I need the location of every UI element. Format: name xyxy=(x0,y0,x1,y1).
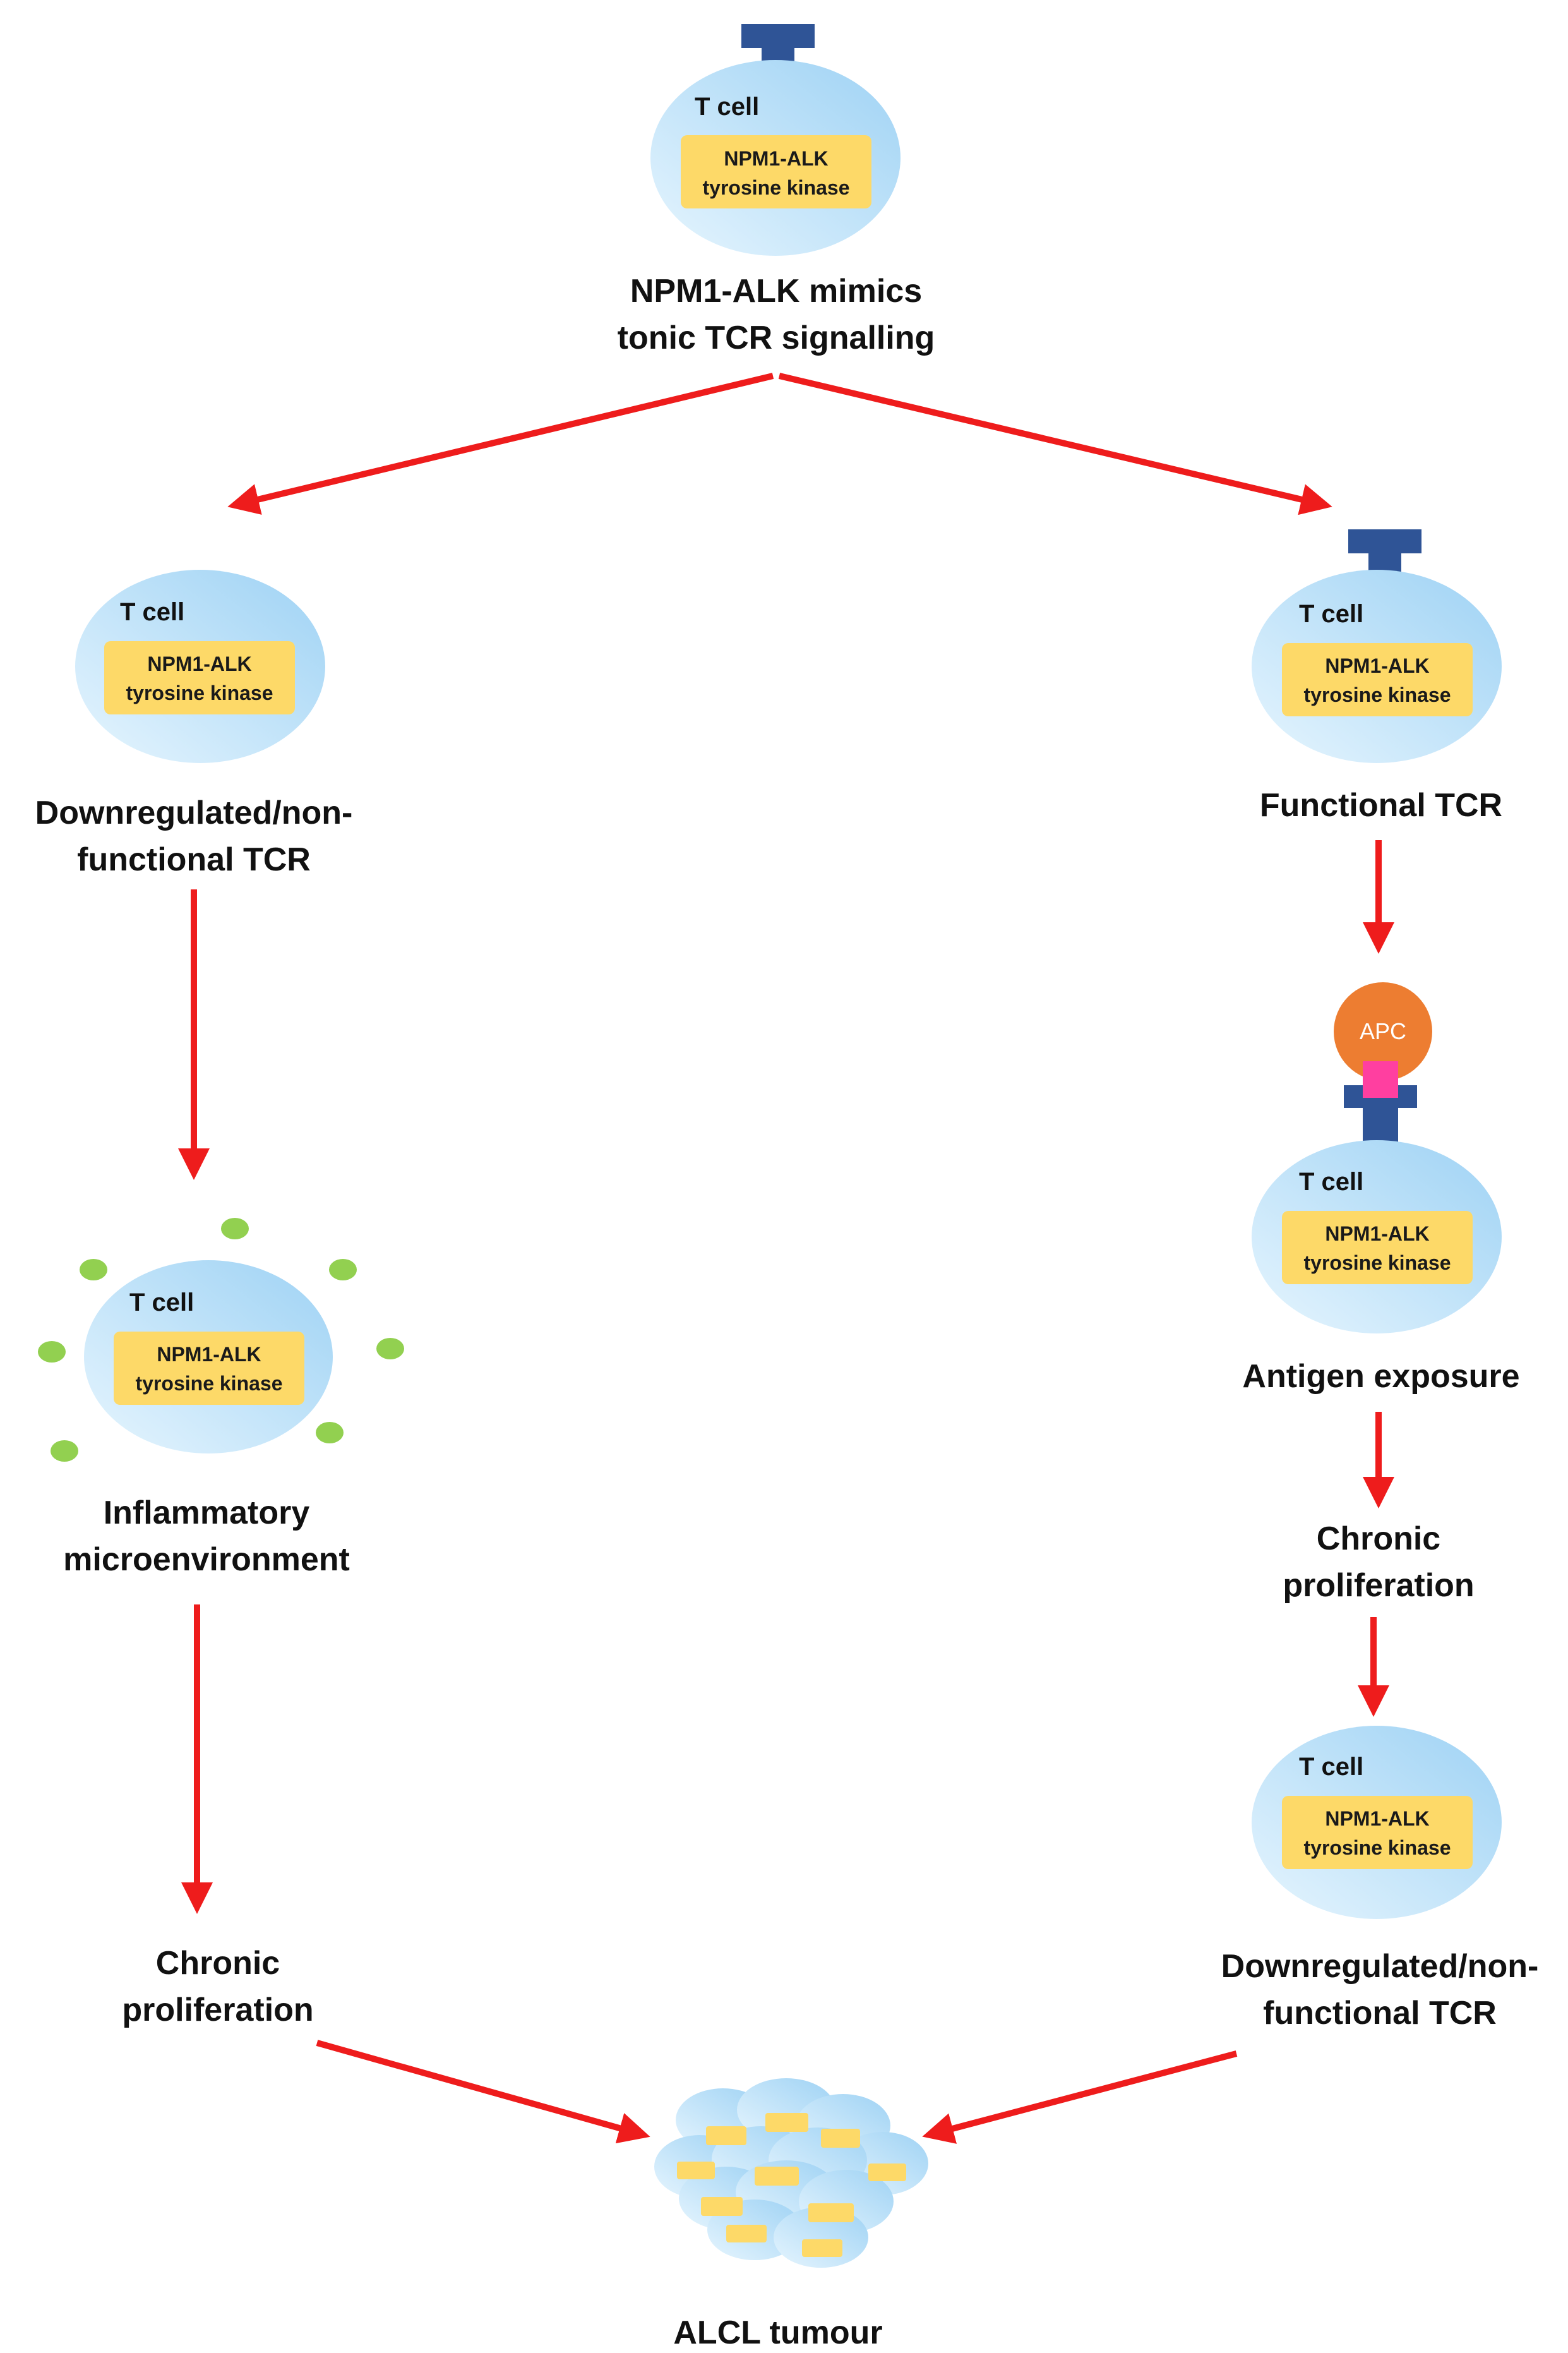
kinase-label-line1: NPM1-ALK xyxy=(1325,1807,1429,1830)
arrow-left-to-tumour xyxy=(316,2040,650,2144)
kinase-box xyxy=(1282,643,1473,716)
apc-tcell-interaction: APC T cell NPM1-ALK tyrosine kinase xyxy=(1252,982,1502,1333)
tcell-label: T cell xyxy=(129,1289,194,1316)
kinase-label-line2: tyrosine kinase xyxy=(1304,1251,1451,1274)
right-step3-line2: proliferation xyxy=(1283,1567,1474,1604)
kinase-box xyxy=(681,135,871,208)
tcell-label: T cell xyxy=(120,598,184,626)
left-step3-line1: Chronic xyxy=(156,1945,280,1982)
kinase-label-line1: NPM1-ALK xyxy=(147,653,251,675)
left-step3-line2: proliferation xyxy=(122,1992,313,2028)
kinase-label-line2: tyrosine kinase xyxy=(136,1372,283,1395)
kinase-box xyxy=(114,1332,304,1405)
top-caption-line1: NPM1-ALK mimics xyxy=(630,273,922,310)
alcl-tumour-cluster xyxy=(654,2078,928,2268)
tcell-label: T cell xyxy=(1299,1753,1363,1781)
apc-label: APC xyxy=(1360,1018,1406,1044)
left-step1-line1: Downregulated/non- xyxy=(35,795,353,831)
cytokine-dot xyxy=(221,1218,249,1239)
kinase-box xyxy=(1282,1796,1473,1869)
arrow-top-to-right xyxy=(778,373,1332,515)
kinase-label-line2: tyrosine kinase xyxy=(703,176,850,199)
kinase-label-line2: tyrosine kinase xyxy=(1304,1836,1451,1859)
right-step4-line1: Downregulated/non- xyxy=(1221,1948,1539,1985)
cytokine-dot xyxy=(80,1259,107,1280)
tcell-label: T cell xyxy=(695,93,759,121)
kinase-label-line2: tyrosine kinase xyxy=(1304,683,1451,706)
apc-cell xyxy=(1334,982,1432,1081)
cytokine-dot xyxy=(329,1259,357,1280)
left-step1-line2: functional TCR xyxy=(77,841,311,878)
tcell-label: T cell xyxy=(1299,1168,1363,1196)
left-step2-line1: Inflammatory xyxy=(104,1495,310,1531)
right-step2: Antigen exposure xyxy=(1242,1358,1519,1395)
kinase-label-line1: NPM1-ALK xyxy=(1325,1222,1429,1245)
kinase-label-line2: tyrosine kinase xyxy=(126,682,273,704)
right-step1: Functional TCR xyxy=(1260,787,1502,824)
right-step4-line2: functional TCR xyxy=(1263,1995,1497,2031)
right-step3-line1: Chronic xyxy=(1317,1520,1440,1557)
cytokine-dot xyxy=(51,1440,78,1462)
left-tcell-1: T cell NPM1-ALK tyrosine kinase xyxy=(75,570,325,763)
arrow-right-to-tumour xyxy=(922,2050,1238,2144)
tcell-label: T cell xyxy=(1299,600,1363,628)
kinase-label-line1: NPM1-ALK xyxy=(724,147,828,170)
tumour-caption: ALCL tumour xyxy=(673,2314,882,2351)
left-tcell-inflamed: T cell NPM1-ALK tyrosine kinase xyxy=(38,1218,404,1462)
top-tcell: T cell NPM1-ALK tyrosine kinase xyxy=(650,24,901,256)
cytokine-dot xyxy=(376,1338,404,1359)
right-tcell-final: T cell NPM1-ALK tyrosine kinase xyxy=(1252,1726,1502,1919)
top-caption-line2: tonic TCR signalling xyxy=(618,320,935,356)
cytokine-dot xyxy=(38,1341,66,1363)
antigen-peptide xyxy=(1363,1061,1398,1098)
kinase-box xyxy=(1282,1211,1473,1284)
kinase-box xyxy=(104,641,295,714)
cytokine-dot xyxy=(316,1422,344,1443)
arrow-top-to-left xyxy=(227,373,774,515)
kinase-label-line1: NPM1-ALK xyxy=(157,1343,261,1366)
right-tcell-1: T cell NPM1-ALK tyrosine kinase xyxy=(1252,529,1502,763)
kinase-label-line1: NPM1-ALK xyxy=(1325,654,1429,677)
left-step2-line2: microenvironment xyxy=(63,1541,350,1578)
